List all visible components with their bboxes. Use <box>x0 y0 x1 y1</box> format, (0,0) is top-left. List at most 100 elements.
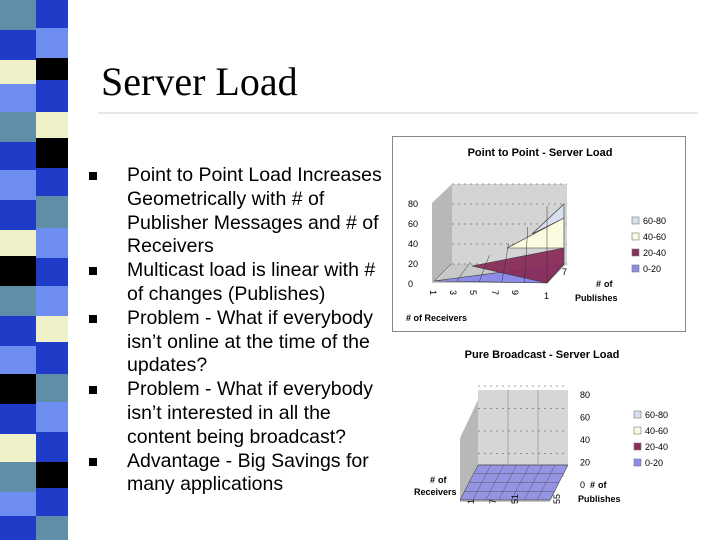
z-tick-label: 40 <box>580 435 590 445</box>
strip-block <box>0 142 36 170</box>
legend-swatch <box>633 442 642 451</box>
strip-block <box>36 402 68 432</box>
y-tick-1: 1 <box>544 291 549 301</box>
decorative-side-strip <box>0 0 68 540</box>
strip-block <box>36 286 68 316</box>
x-tick-label: 5 <box>468 290 478 295</box>
bullet-text: Multicast load is linear with # of chang… <box>127 259 376 305</box>
bullet-text: Advantage - Big Savings for many applica… <box>127 449 369 496</box>
x-tick-label: 3 <box>448 290 458 295</box>
legend-label: 40-60 <box>645 426 668 436</box>
bullet-text: Problem - What if everybody isn’t online… <box>127 306 374 377</box>
square-bullet-icon <box>89 457 97 466</box>
z-tick-label: 40 <box>408 239 418 249</box>
surface-mesh <box>433 206 548 283</box>
z-tick-label: 20 <box>580 458 590 468</box>
strip-block <box>36 28 68 58</box>
x-tick-label: 9 <box>510 290 520 295</box>
legend-swatch <box>631 264 640 273</box>
square-bullet-icon <box>89 172 97 180</box>
z-tick-label: 80 <box>408 199 418 209</box>
strip-block <box>0 286 36 316</box>
bullet-item: Problem - What if everybody isn’t intere… <box>86 378 386 449</box>
z-tick-label: 80 <box>580 390 590 400</box>
strip-block <box>36 516 68 540</box>
strip-block <box>36 58 68 80</box>
surface-band-20-40 <box>471 247 565 284</box>
strip-block <box>0 170 36 200</box>
legend-label: 0-20 <box>645 458 663 468</box>
title-divider <box>98 112 698 114</box>
bullet-item: Problem - What if everybody isn’t online… <box>86 307 386 378</box>
strip-block <box>0 60 36 84</box>
legend-swatch <box>633 410 642 419</box>
strip-block <box>0 230 36 256</box>
gridlines <box>478 385 568 477</box>
gridlines <box>452 183 567 265</box>
legend-swatch <box>631 232 640 241</box>
strip-block <box>0 346 36 374</box>
legend-label: 40-60 <box>643 232 666 242</box>
legend-label: 60-80 <box>645 410 668 420</box>
x-tick-label: 7 <box>490 290 500 295</box>
legend-label: 60-80 <box>643 216 666 226</box>
bullet-list: Point to Point Load Increases Geometrica… <box>86 164 386 497</box>
legend-swatch <box>631 216 640 225</box>
strip-block <box>0 84 36 112</box>
bullet-item: Point to Point Load Increases Geometrica… <box>86 164 386 259</box>
bullet-text: Problem - What if everybody isn’t intere… <box>127 378 374 448</box>
strip-block <box>36 488 68 516</box>
strip-block <box>0 256 36 286</box>
strip-block <box>36 0 68 28</box>
strip-block <box>36 228 68 258</box>
strip-block <box>36 316 68 342</box>
left-wall <box>460 400 478 502</box>
chart-title: Point to Point - Server Load <box>468 147 613 159</box>
x-axis-label: # of Receivers <box>406 313 467 323</box>
mesh-line <box>433 263 452 282</box>
chart-title: Pure Broadcast - Server Load <box>465 349 620 361</box>
strip-block <box>0 434 36 462</box>
legend-swatch <box>633 426 642 435</box>
strip-block <box>36 196 68 228</box>
strip-block <box>36 342 68 374</box>
mesh-line <box>524 227 529 283</box>
slide-title: Server Load <box>101 59 298 104</box>
legend-label: 0-20 <box>643 264 661 274</box>
strip-block <box>0 516 36 540</box>
x-tick-label: 1 <box>428 290 438 295</box>
strip-block <box>0 30 36 60</box>
strip-block <box>36 258 68 286</box>
legend-swatch <box>633 458 642 467</box>
strip-block <box>0 404 36 434</box>
bullet-item: Advantage - Big Savings for many applica… <box>86 450 386 498</box>
legend-swatch <box>631 248 640 257</box>
z-tick-label: 0 <box>580 480 585 490</box>
mesh-line <box>456 261 471 282</box>
left-wall <box>432 184 452 283</box>
strip-block <box>36 112 68 138</box>
z-tick-label: 60 <box>408 219 418 229</box>
back-wall <box>478 390 568 464</box>
z-tick-label: 60 <box>580 413 590 423</box>
surface-mesh <box>459 464 569 501</box>
z-tick-label: 20 <box>408 259 418 269</box>
surface-band-60-80 <box>531 203 565 235</box>
strip-block <box>0 200 36 230</box>
square-bullet-icon <box>89 386 97 395</box>
strip-block <box>0 462 36 492</box>
strip-block <box>36 462 68 488</box>
x-tick-label: 7 <box>488 499 498 504</box>
strip-block <box>0 492 36 516</box>
strip-block <box>0 316 36 346</box>
x-tick-label: 51 <box>510 494 520 504</box>
strip-block <box>36 432 68 462</box>
square-bullet-icon <box>89 267 97 276</box>
strip-block <box>36 80 68 112</box>
